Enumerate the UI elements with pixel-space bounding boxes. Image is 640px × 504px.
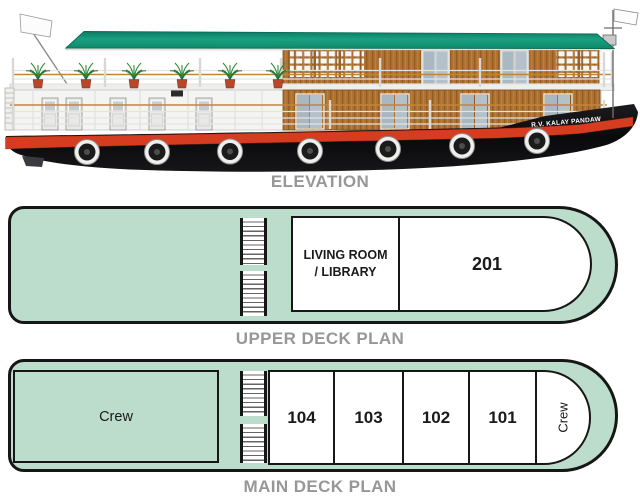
elevation-drawing: R.V. KALAY PANDAW xyxy=(4,8,639,172)
upper-deck-stairs-bottom xyxy=(240,271,267,316)
upper-railing xyxy=(11,52,614,87)
elevation-label: ELEVATION xyxy=(270,172,370,191)
stern-flag-icon xyxy=(19,13,76,97)
cabin-201: 201 xyxy=(471,253,503,274)
main-deck-label: MAIN DECK PLAN xyxy=(243,477,397,496)
canopy-roof xyxy=(64,31,616,51)
bow-crew-label: Crew xyxy=(555,402,571,433)
cabin-103: 103 xyxy=(335,372,404,463)
lower-cabin-wall xyxy=(8,89,602,131)
vent-panel xyxy=(171,90,183,97)
living-room-label-line1: LIVING ROOM xyxy=(303,247,388,262)
main-deck-stairs-bottom xyxy=(240,424,267,463)
cabin-104: 104 xyxy=(270,372,335,463)
crew-area: Crew xyxy=(13,370,219,463)
upper-deck-rooms: LIVING ROOM / LIBRARY 201 xyxy=(291,216,592,312)
tire-fenders xyxy=(74,128,550,165)
room-living-library: LIVING ROOM / LIBRARY xyxy=(293,218,400,310)
bow-mast-icon xyxy=(602,8,639,118)
cabin-doors xyxy=(41,97,213,131)
upper-deck-label: UPPER DECK PLAN xyxy=(235,329,405,348)
living-room-label-line2: / LIBRARY xyxy=(314,265,377,279)
upper-glass-doors xyxy=(421,49,529,87)
potted-plants xyxy=(25,62,291,89)
stern-skeg xyxy=(22,156,44,167)
cabin-102: 102 xyxy=(404,372,470,463)
upper-deck-floor xyxy=(9,83,615,91)
main-deck-cabins: 104 103 102 101 Crew xyxy=(268,370,591,465)
main-deck-stairs-top xyxy=(240,371,267,416)
upper-cabin-wall xyxy=(282,46,602,88)
lower-railing xyxy=(10,100,607,129)
hull: R.V. KALAY PANDAW xyxy=(5,104,638,172)
upper-deck-stairs-top xyxy=(240,218,267,265)
cabin-101: 101 xyxy=(470,372,537,463)
